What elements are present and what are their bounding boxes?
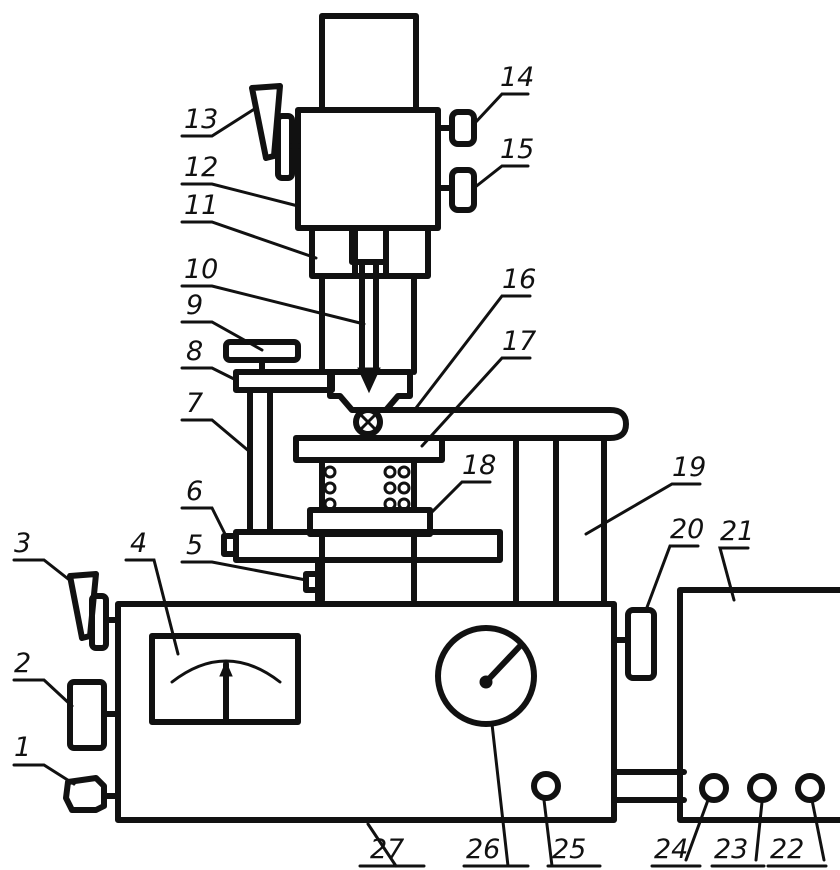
callout-23: 23 — [714, 834, 748, 865]
meter-needle-head — [219, 660, 233, 677]
callout-27: 27 — [370, 834, 404, 865]
motor-housing — [319, 13, 419, 113]
gauge-needle — [483, 643, 523, 685]
ball-roller-cross-b — [358, 412, 378, 432]
callout-26: 26 — [466, 834, 500, 865]
knob-2 — [67, 679, 107, 751]
knob-15 — [449, 167, 477, 213]
gauge-26 — [435, 625, 537, 727]
callout-25: 25 — [552, 834, 586, 865]
callout-10: 10 — [184, 254, 218, 285]
callout-1: 1 — [14, 732, 31, 763]
gauge-pivot — [479, 675, 493, 689]
chuck — [349, 225, 389, 265]
switch-22 — [795, 773, 825, 803]
callout-20: 20 — [670, 514, 704, 545]
arm-16 — [383, 407, 629, 441]
callout-7: 7 — [186, 388, 203, 419]
callout-8: 8 — [186, 336, 203, 367]
knob-1 — [63, 775, 107, 813]
callout-24: 24 — [654, 834, 688, 865]
callout-14: 14 — [500, 62, 534, 93]
nub-6 — [221, 533, 239, 557]
callout-11: 11 — [184, 190, 218, 221]
ball-roller — [353, 407, 383, 437]
platform-17 — [293, 435, 445, 463]
callout-5: 5 — [186, 530, 203, 561]
spindle-head — [295, 107, 441, 231]
callout-16: 16 — [502, 264, 536, 295]
callout-18: 18 — [462, 450, 496, 481]
callout-12: 12 — [184, 152, 218, 183]
switch-24 — [699, 773, 729, 803]
switch-23 — [747, 773, 777, 803]
callout-19: 19 — [672, 452, 706, 483]
switch-25 — [531, 771, 561, 801]
callout-17: 17 — [502, 326, 536, 357]
callout-21: 21 — [720, 516, 754, 547]
callout-9: 9 — [186, 290, 203, 321]
callout-15: 15 — [500, 134, 534, 165]
callout-2: 2 — [14, 648, 31, 679]
knob-14 — [449, 109, 477, 147]
callout-6: 6 — [186, 476, 203, 507]
callout-4: 4 — [130, 528, 147, 559]
spindle-sleeve — [309, 225, 431, 279]
lever-handle-13 — [249, 83, 283, 161]
knob-20 — [625, 607, 657, 681]
callout-13: 13 — [184, 104, 218, 135]
leader-lines — [12, 92, 828, 868]
callout-3: 3 — [14, 528, 31, 559]
spring-left — [323, 465, 411, 511]
callout-22: 22 — [770, 834, 804, 865]
